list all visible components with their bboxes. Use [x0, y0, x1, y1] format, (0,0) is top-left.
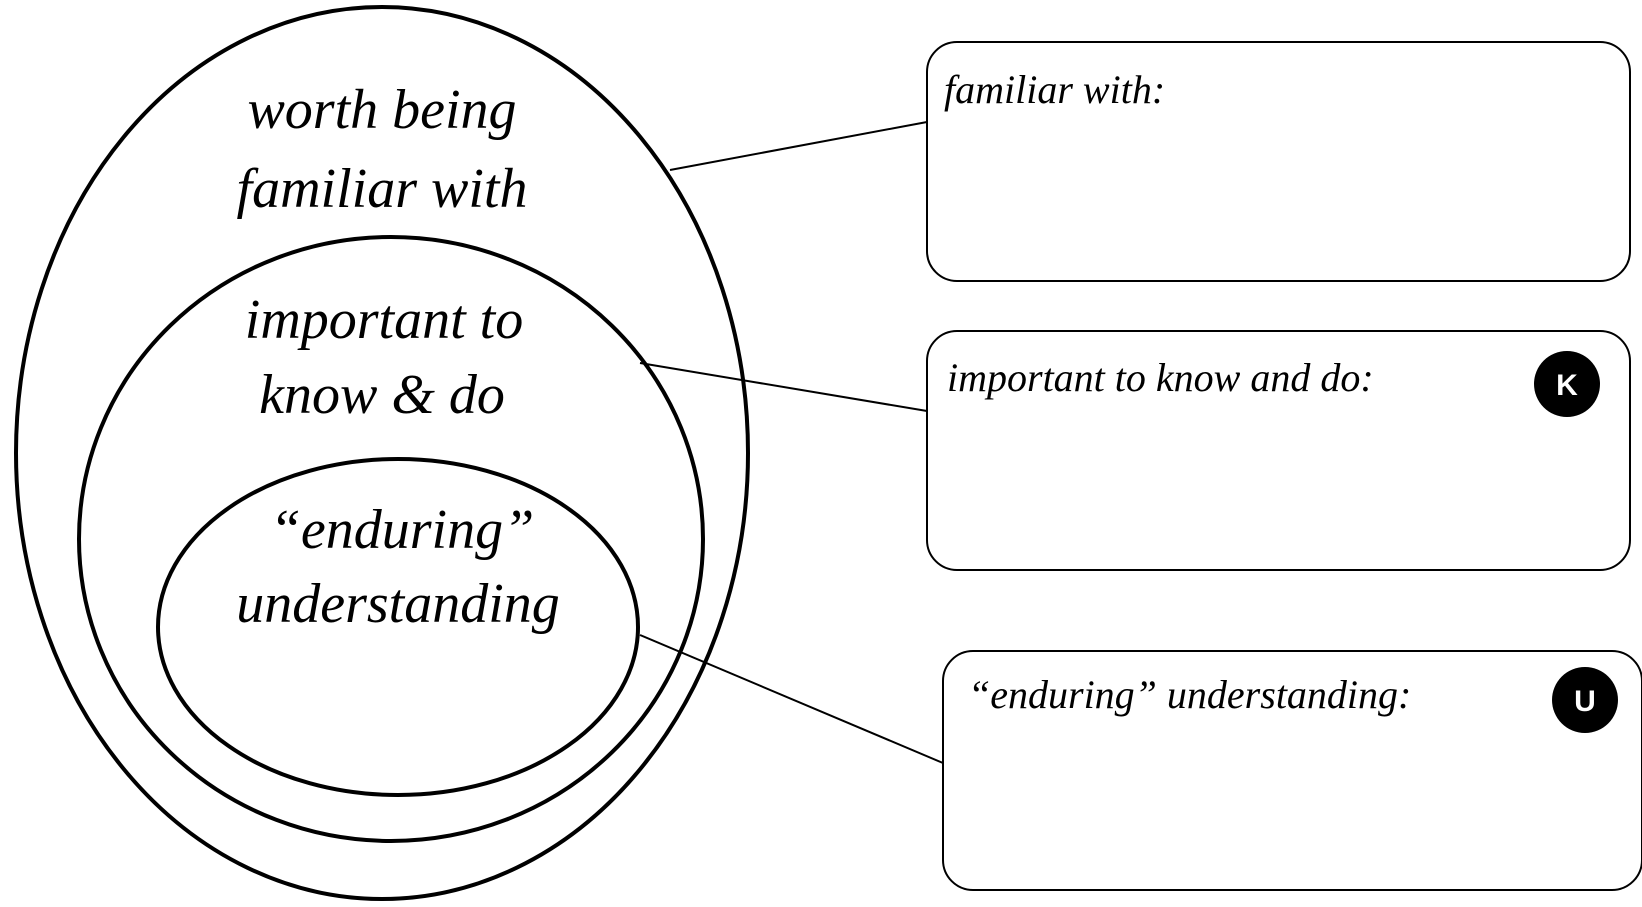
knowledge-badge: K: [1534, 351, 1600, 417]
connector-important: [639, 362, 928, 412]
middle-ellipse-label-line2: know & do: [259, 364, 505, 426]
connector-familiar: [669, 121, 928, 171]
enduring-box-frame: [942, 650, 1642, 891]
understanding-badge-circle: [1552, 667, 1618, 733]
important-box-frame: [926, 330, 1631, 571]
familiar-box: familiar with:: [926, 41, 1631, 282]
middle-ellipse: [77, 235, 705, 843]
understanding-badge: U: [1552, 667, 1618, 733]
familiar-box-frame: [926, 41, 1631, 282]
important-box-title: important to know and do:: [947, 355, 1374, 400]
inner-ellipse-label-line2: understanding: [236, 573, 560, 635]
inner-ellipse: [156, 457, 640, 797]
familiar-box-title: familiar with:: [944, 67, 1165, 112]
connector-enduring: [639, 634, 944, 764]
knowledge-badge-letter: K: [1556, 369, 1578, 402]
understanding-badge-letter: U: [1574, 685, 1596, 718]
enduring-box-title: “enduring” understanding:: [968, 672, 1411, 717]
middle-ellipse-label-line1: important to: [245, 289, 523, 351]
outer-ellipse: [14, 5, 750, 901]
knowledge-badge-circle: [1534, 351, 1600, 417]
outer-ellipse-label-line2: familiar with: [237, 158, 528, 220]
important-box: important to know and do: K: [926, 330, 1631, 571]
outer-ellipse-label-line1: worth being: [247, 79, 516, 141]
inner-ellipse-label-line1: “enduring”: [270, 499, 535, 561]
enduring-box: “enduring” understanding: U: [942, 650, 1642, 891]
